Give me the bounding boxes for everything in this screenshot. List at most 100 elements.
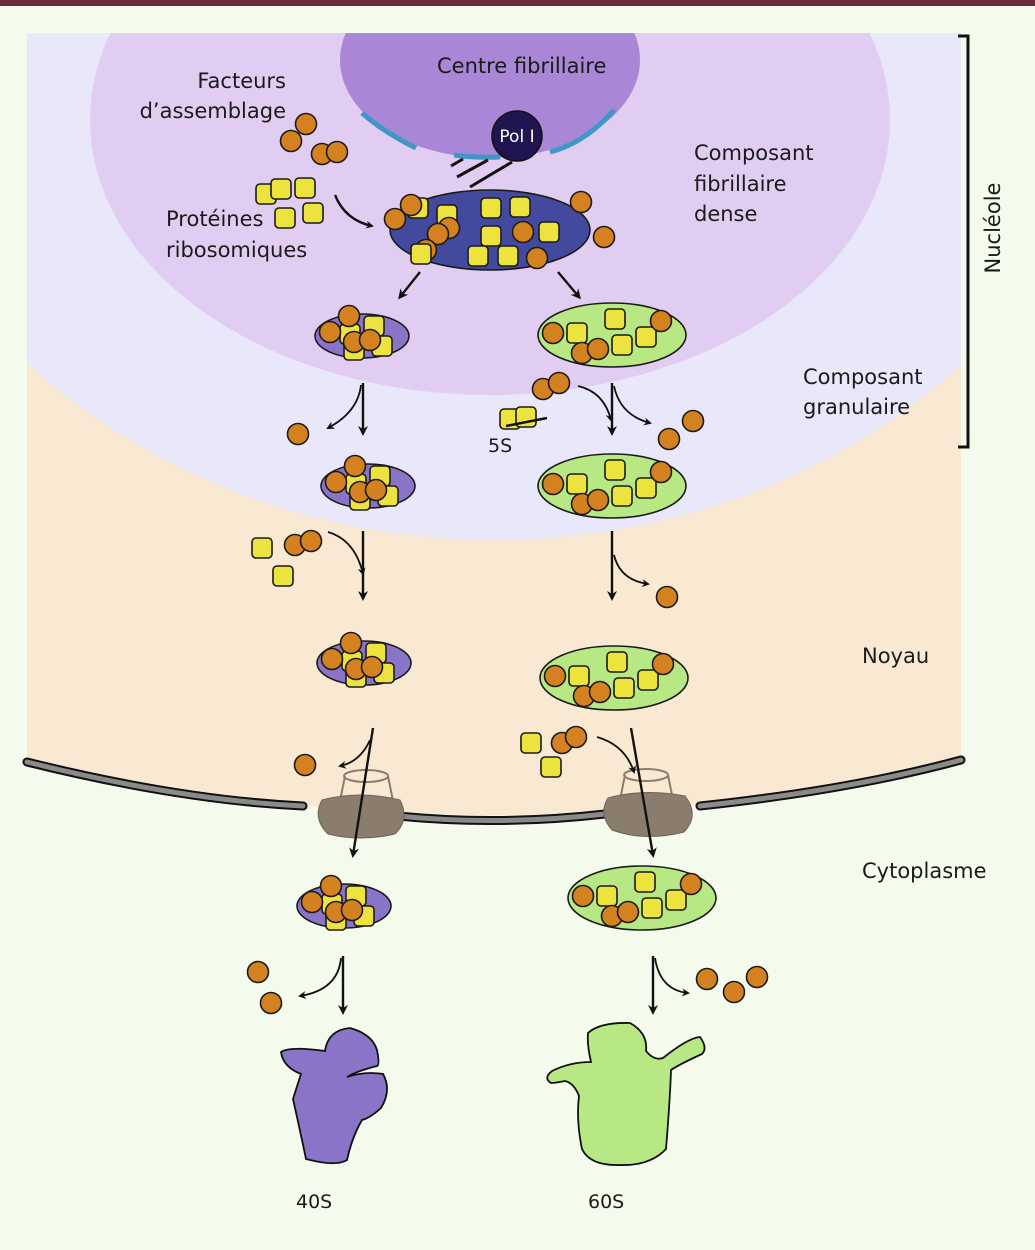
- ribosomal-protein-square: [611, 334, 633, 356]
- assembly-factor-circle: [655, 585, 679, 609]
- assembly-factor-circle: [541, 321, 565, 345]
- ribosomal-protein-square: [270, 178, 292, 200]
- assembly-factor-circle: [695, 967, 719, 991]
- ribosomal-protein-square: [540, 756, 562, 778]
- assembly-factor-circle: [279, 129, 303, 153]
- label-centre-fibrillaire: Centre fibrillaire: [437, 54, 606, 78]
- nuclear-envelope-left-fill: [24, 759, 306, 809]
- ribosomal-protein-square: [538, 221, 560, 243]
- free-particles: [246, 112, 769, 1015]
- assembly-factor-circle: [325, 140, 349, 164]
- transcript-line: [469, 160, 513, 189]
- assembly-factor-circle: [246, 960, 270, 984]
- assembly-factor-circle: [649, 309, 673, 333]
- assembly-factor-circle: [586, 488, 610, 512]
- pol-i-label: Pol I: [499, 127, 534, 147]
- assembly-factor-circle: [681, 409, 705, 433]
- assembly-factor-circle: [543, 664, 567, 688]
- assembly-factor-circle: [569, 190, 593, 214]
- assembly-factor-circle: [299, 529, 323, 553]
- label-5s: 5S: [488, 435, 512, 457]
- ribosomal-protein-square: [606, 651, 628, 673]
- ribosomal-protein-square: [566, 322, 588, 344]
- ribosomal-protein-square: [274, 207, 296, 229]
- ribosomal-protein-square: [410, 243, 432, 265]
- ribosomal-protein-square: [634, 871, 656, 893]
- nuclear-envelope-middle-fill: [395, 811, 608, 824]
- assembly-factor-circle: [319, 874, 343, 898]
- ribosomal-protein-square: [509, 196, 531, 218]
- transcript-line: [450, 157, 464, 168]
- ribosomal-protein-square: [604, 308, 626, 330]
- label-nucleole: Nucléole: [981, 183, 1005, 274]
- pathway-arrows: [298, 194, 690, 1015]
- ribosomal-protein-square: [611, 485, 633, 507]
- nucleole-bracket: [958, 34, 970, 449]
- ribosomal-protein-square: [480, 197, 502, 219]
- ribosomal-protein-square: [635, 326, 657, 348]
- assembly-factor-circle: [588, 680, 612, 704]
- assembly-factor-circle: [300, 890, 324, 914]
- nuclear-envelope-right-fill: [697, 757, 964, 809]
- label-cfd-1: Composant: [694, 141, 814, 165]
- label-facteurs-1: Facteurs: [197, 69, 286, 93]
- arrow-add-factors: [327, 531, 366, 576]
- arrow-90s-to-pre40s: [398, 271, 421, 300]
- ribosomal-protein-square: [596, 885, 618, 907]
- assembly-factor-circle: [337, 304, 361, 328]
- assembly-factor-circle: [294, 112, 318, 136]
- ribosomal-protein-square: [497, 245, 519, 267]
- assembly-factor-circle: [318, 320, 342, 344]
- assembly-factor-circle: [511, 220, 535, 244]
- ribosomal-protein-square: [520, 732, 542, 754]
- assembly-factor-circle: [383, 207, 407, 231]
- arrow-export-60s: [629, 727, 657, 858]
- arrow-release-factor-2: [613, 554, 650, 588]
- assembly-factor-circle: [651, 652, 675, 676]
- ribosomal-protein-square: [251, 537, 273, 559]
- arrow-add-5s: [577, 385, 614, 422]
- label-40s: 40S: [296, 1191, 332, 1213]
- label-proteines-2: ribosomiques: [166, 238, 307, 262]
- ribosomal-protein-square: [294, 177, 316, 199]
- assembly-factor-circle: [339, 631, 363, 655]
- assembly-factor-circle: [592, 225, 616, 249]
- rdna-segment: [549, 108, 616, 155]
- assembly-factor-circle: [320, 647, 344, 671]
- assembly-factor-circle: [571, 884, 595, 908]
- ribosomal-protein-square: [613, 677, 635, 699]
- pre-ribosome-particles: [296, 189, 717, 931]
- assembly-factor-circle: [679, 872, 703, 896]
- assembly-factor-circle: [722, 980, 746, 1004]
- label-cfd-2: fibrillaire: [694, 172, 787, 196]
- assembly-factor-circle: [358, 328, 382, 352]
- fibrillar-center: [340, 33, 640, 158]
- arrow-release-factor-3: [338, 739, 371, 769]
- ribosomal-protein-square: [604, 459, 626, 481]
- label-facteurs-2: d’assemblage: [140, 99, 286, 123]
- ribosomal-protein-square: [568, 665, 590, 687]
- arrow-90s-to-pre60s: [557, 271, 581, 300]
- ribosomal-protein-square: [480, 225, 502, 247]
- pol-i-enzyme: Pol I: [491, 110, 543, 162]
- 5s-rrna-line: [505, 416, 548, 428]
- ribosomal-protein-square: [641, 897, 663, 919]
- label-cg-2: granulaire: [803, 395, 910, 419]
- label-proteines-1: Protéines: [166, 207, 263, 231]
- assembly-factor-circle: [586, 337, 610, 361]
- assembly-factor-circle: [426, 222, 450, 246]
- subunit-60s-shape: [546, 1022, 706, 1166]
- ribosomal-protein-square: [665, 889, 687, 911]
- label-60s: 60S: [588, 1191, 624, 1213]
- top-bar: [0, 0, 1035, 6]
- ribosomal-protein-square: [566, 473, 588, 495]
- assembly-factor-circle: [547, 371, 571, 395]
- transcript-line: [456, 158, 489, 179]
- assembly-factor-circle: [745, 965, 769, 989]
- arrow-release-final-40s: [298, 957, 342, 1000]
- label-noyau: Noyau: [862, 644, 929, 668]
- ribosomal-protein-square: [467, 245, 489, 267]
- rdna-segment: [453, 152, 501, 160]
- assembly-factor-circle: [564, 725, 588, 749]
